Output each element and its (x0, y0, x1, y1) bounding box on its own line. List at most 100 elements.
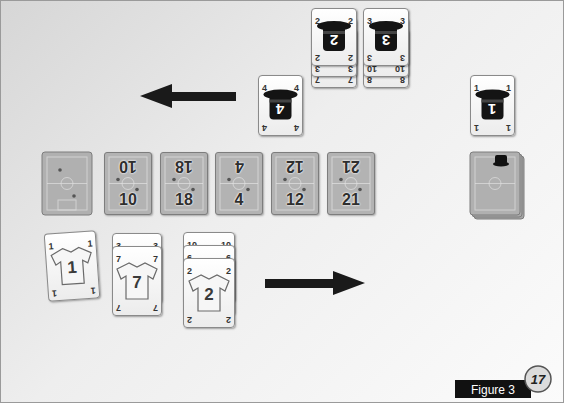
number-slot: 2 (312, 31, 356, 49)
number-slot: 4 (262, 77, 267, 95)
move-arrow (140, 84, 236, 108)
field-number: 4 (235, 158, 244, 175)
number-slot: 4 (259, 100, 302, 118)
page-number: 17 (531, 367, 545, 393)
number-slot: 10 (105, 158, 151, 176)
number-slot: 2 (348, 10, 353, 28)
field-card: 12 12 (271, 152, 319, 215)
label-holder: 17 (525, 366, 551, 392)
number-slot: 21 (328, 191, 374, 209)
number-slot: 12 (272, 191, 318, 209)
number-card: 33333 (363, 8, 409, 66)
number-slot: 1 (47, 257, 98, 278)
center-number: 1 (67, 259, 78, 278)
number-card: 11111 (44, 230, 101, 301)
number-slot: 10 (105, 191, 151, 209)
number-card: 11111 (470, 75, 515, 136)
number-card: 7 7 7 7 7 (112, 246, 162, 316)
number-slot: 1 (87, 233, 93, 251)
field-card-hat (470, 152, 524, 219)
center-number: 4 (276, 101, 284, 117)
center-number: 2 (204, 286, 213, 304)
field-card: 1818 (160, 152, 208, 215)
corner-number: 2 (348, 17, 353, 26)
corner-number: 1 (506, 84, 511, 93)
corner-number: 2 (226, 315, 231, 324)
number-slot: 18 (161, 158, 207, 176)
corner-number: 2 (187, 267, 192, 276)
number-slot: 7 (113, 274, 161, 292)
number-slot: 12 (272, 158, 318, 176)
corner-number: 7 (116, 303, 121, 312)
corner-number: 1 (90, 285, 96, 294)
number-slot: 1 (506, 77, 511, 95)
number-slot: 1 (471, 100, 514, 118)
number-slot: 4 (294, 77, 299, 95)
field-number: 10 (119, 191, 137, 208)
number-card: 2 2 2 2 2 (311, 8, 357, 66)
number-slot: 21 (328, 158, 374, 176)
corner-number: 2 (315, 17, 320, 26)
number-slot: 3 (364, 31, 408, 49)
number-slot: 4 (294, 116, 299, 134)
field-number: 21 (342, 191, 360, 208)
label-holder: Figure 3 (455, 380, 531, 398)
field-number: 21 (342, 158, 360, 175)
number-slot: 2 (226, 308, 231, 326)
corner-number: 2 (348, 53, 353, 62)
center-number: 3 (382, 32, 390, 48)
corner-number: 4 (294, 84, 299, 93)
number-slot: 2 (348, 46, 353, 64)
field-card: 44 (215, 152, 263, 215)
page-badge (525, 366, 551, 392)
number-slot: 2 (315, 46, 320, 64)
corner-number: 4 (262, 84, 267, 93)
field-card: 10 10 (104, 152, 152, 215)
number-slot: 1 (474, 116, 479, 134)
corner-number: 2 (315, 53, 320, 62)
number-slot: 2 (187, 260, 192, 278)
corner-number: 3 (400, 17, 405, 26)
corner-number: 4 (262, 123, 267, 132)
corner-number: 3 (400, 53, 405, 62)
number-slot: 1 (474, 77, 479, 95)
field-card-blank (42, 152, 92, 215)
number-slot: 1 (90, 278, 96, 296)
corner-number: 1 (474, 84, 479, 93)
number-slot: 2 (184, 286, 234, 304)
number-slot: 7 (116, 248, 121, 266)
number-slot: 1 (48, 235, 54, 253)
corner-number: 7 (153, 255, 158, 264)
caption-box (455, 380, 531, 398)
corner-number: 7 (116, 255, 121, 264)
number-slot: 4 (262, 116, 267, 134)
number-slot: 4 (216, 158, 262, 176)
center-number: 7 (132, 274, 141, 292)
figure-caption: Figure 3 (471, 381, 515, 399)
corner-number: 4 (294, 123, 299, 132)
number-slot: 2 (315, 10, 320, 28)
corner-number: 2 (187, 315, 192, 324)
number-slot: 3 (367, 10, 372, 28)
number-slot: 3 (400, 10, 405, 28)
corner-number: 7 (153, 303, 158, 312)
corner-number: 2 (226, 267, 231, 276)
corner-number: 1 (474, 123, 479, 132)
corner-number: 1 (87, 240, 93, 249)
number-slot: 4 (216, 191, 262, 209)
corner-number: 3 (367, 53, 372, 62)
field-number: 18 (175, 158, 193, 175)
number-slot: 7 (153, 296, 158, 314)
field-number: 10 (119, 158, 137, 175)
field-number: 18 (175, 191, 193, 208)
number-slot: 2 (187, 308, 192, 326)
field-number: 12 (286, 158, 304, 175)
number-slot: 1 (51, 281, 57, 299)
corner-number: 1 (48, 242, 54, 251)
number-slot: 3 (400, 46, 405, 64)
field-number: 4 (235, 191, 244, 208)
field-card: 21 21 (327, 152, 375, 215)
number-slot: 7 (116, 296, 121, 314)
